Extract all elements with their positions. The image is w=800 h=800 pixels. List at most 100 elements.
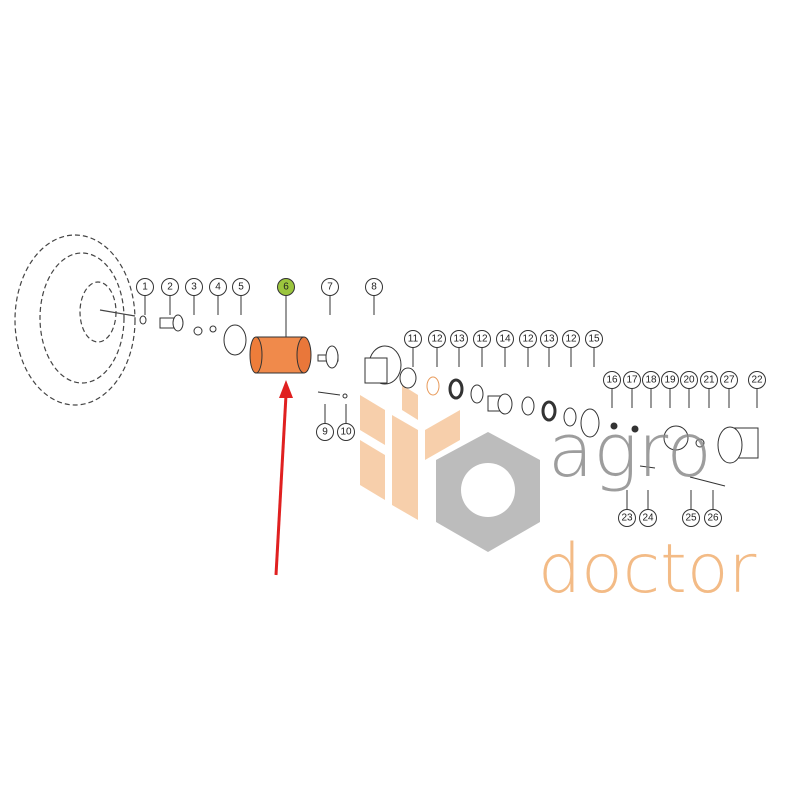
callout-circle (321, 278, 339, 296)
part-drawings (139, 314, 759, 487)
callout-label: 24 (642, 513, 654, 524)
callout-label: 25 (685, 513, 697, 524)
callout-1: 1 (136, 278, 154, 315)
callout-label: 20 (683, 375, 695, 386)
callout-label: 22 (751, 375, 763, 386)
callout-12: 12 (473, 330, 491, 367)
callout-label: 18 (645, 375, 657, 386)
callout-14: 14 (496, 330, 514, 367)
callout-19: 19 (661, 371, 679, 408)
callout-label: 26 (707, 513, 719, 524)
callout-label: 11 (408, 334, 419, 345)
callout-label: 4 (215, 282, 221, 293)
callout-circle (540, 330, 558, 348)
callout-12: 12 (519, 330, 537, 367)
callout-10: 10 (337, 404, 355, 441)
callout-circle (603, 371, 621, 389)
callout-3: 3 (185, 278, 203, 315)
callout-label: 1 (142, 282, 148, 293)
callout-13: 13 (540, 330, 558, 367)
callout-circle (704, 509, 722, 527)
callout-27: 27 (720, 371, 738, 408)
callout-circle (232, 278, 250, 296)
callout-12: 12 (428, 330, 446, 367)
callout-15: 15 (585, 330, 603, 367)
callout-circle (136, 278, 154, 296)
callout-circle (365, 278, 383, 296)
callout-circle (680, 371, 698, 389)
callout-circle (209, 278, 227, 296)
callout-6: 6 (277, 278, 295, 315)
callout-label: 9 (322, 427, 328, 438)
callout-circle (585, 330, 603, 348)
watermark-logo (360, 385, 540, 552)
callout-circle (161, 278, 179, 296)
callout-circle (700, 371, 718, 389)
callout-label: 15 (588, 334, 600, 345)
callout-label: 19 (664, 375, 676, 386)
callout-26: 26 (704, 490, 722, 527)
callout-label: 13 (453, 334, 465, 345)
callout-12: 12 (562, 330, 580, 367)
callout-7: 7 (321, 278, 339, 315)
callout-circle (404, 330, 422, 348)
callout-25: 25 (682, 490, 700, 527)
callout-circle (682, 509, 700, 527)
callout-11: 11 (404, 330, 422, 367)
callout-label: 3 (191, 282, 197, 293)
callout-circle (618, 509, 636, 527)
callout-2: 2 (161, 278, 179, 315)
callout-18: 18 (642, 371, 660, 408)
logo-wheat-icon (360, 385, 460, 520)
callout-9: 9 (316, 404, 334, 441)
callout-circle (661, 371, 679, 389)
callout-circle (623, 371, 641, 389)
callout-label: 17 (626, 375, 638, 386)
callout-label: 5 (238, 282, 244, 293)
callout-circle (720, 371, 738, 389)
callout-4: 4 (209, 278, 227, 315)
callout-label: 16 (606, 375, 618, 386)
callout-label: 14 (499, 334, 511, 345)
callout-circle (428, 330, 446, 348)
callout-24: 24 (639, 490, 657, 527)
watermark-doctor: doctor (538, 530, 757, 609)
callout-label: 7 (327, 282, 333, 293)
callout-circle (316, 423, 334, 441)
callout-22: 22 (748, 371, 766, 408)
callout-21: 21 (700, 371, 718, 408)
callout-13: 13 (450, 330, 468, 367)
callout-23: 23 (618, 490, 636, 527)
callout-label: 12 (476, 334, 488, 345)
callout-circle (450, 330, 468, 348)
callout-circle (562, 330, 580, 348)
callout-circle (639, 509, 657, 527)
callout-8: 8 (365, 278, 383, 315)
callout-label: 2 (167, 282, 173, 293)
callout-17: 17 (623, 371, 641, 408)
callout-label: 12 (431, 334, 443, 345)
callout-label: 13 (543, 334, 555, 345)
callout-circle (748, 371, 766, 389)
callout-circle (519, 330, 537, 348)
callout-circle (185, 278, 203, 296)
callout-label: 10 (340, 427, 352, 438)
callout-circle (496, 330, 514, 348)
bushing-part-6 (249, 296, 312, 374)
callout-circle (642, 371, 660, 389)
callout-5: 5 (232, 278, 250, 315)
watermark-agro: agro (548, 408, 712, 494)
callout-circle (277, 278, 295, 296)
callout-label: 27 (723, 375, 735, 386)
callout-label: 8 (371, 282, 377, 293)
callout-circle (337, 423, 355, 441)
wheel-hub-drawing (14, 234, 136, 406)
callout-20: 20 (680, 371, 698, 408)
callout-16: 16 (603, 371, 621, 408)
callout-label: 12 (565, 334, 577, 345)
callout-label: 23 (621, 513, 633, 524)
callout-label: 12 (522, 334, 534, 345)
callout-label: 21 (703, 375, 715, 386)
